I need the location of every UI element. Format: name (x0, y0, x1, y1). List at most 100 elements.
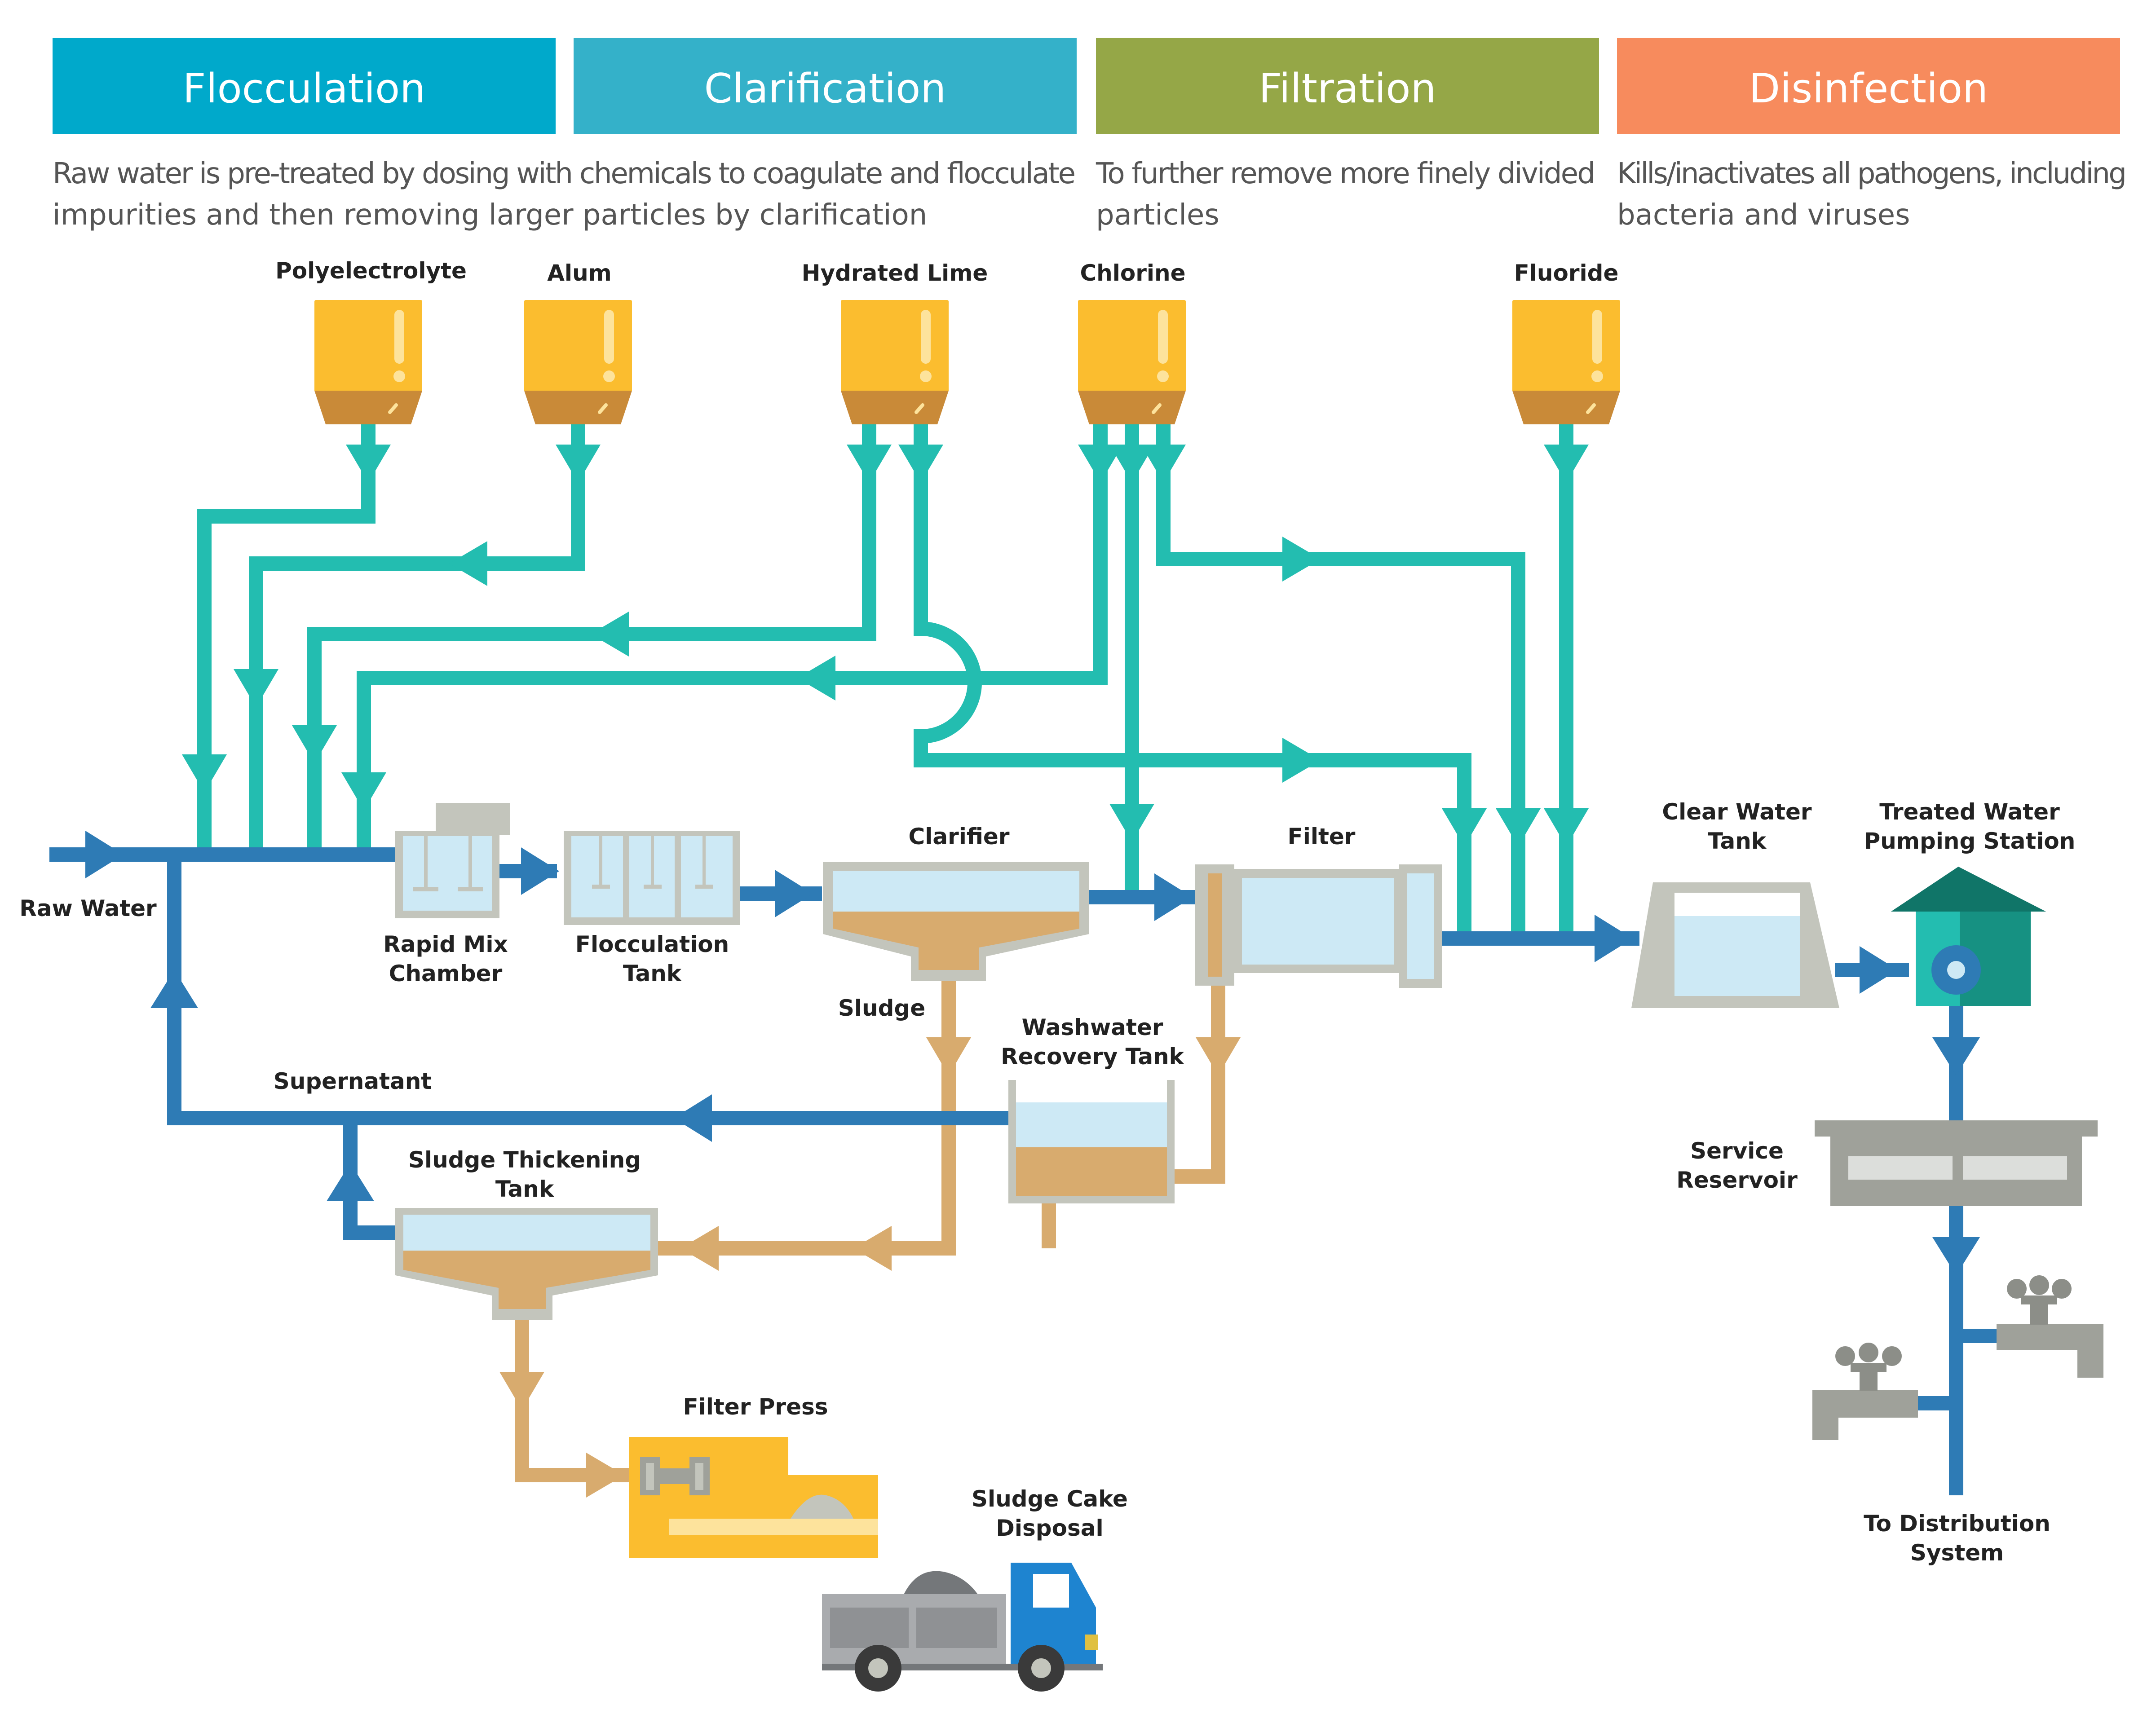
label-service-reservoir-line-1: Service (1690, 1138, 1784, 1164)
arrow-inject-lime (292, 725, 337, 763)
sludge-cake-truck (822, 1563, 1103, 1692)
arrow-supernatant (674, 1094, 712, 1142)
arrow-alum (556, 445, 601, 483)
thickener-to-press-line (515, 1318, 629, 1482)
chemical-tanks (314, 300, 1620, 424)
arrow-inject-polyelectrolyte (182, 754, 227, 793)
label-flocculation-tank-line-1: Flocculation (575, 931, 729, 957)
label-pumping-station-line-1: Treated Water (1879, 799, 2060, 825)
stage-descriptions: Raw water is pre-treated by dosing with … (53, 157, 2127, 232)
arrow-inject-chlorine-mid (1109, 804, 1154, 842)
hydrated-lime-tank (841, 300, 949, 424)
label-chlorine: Chlorine (1080, 260, 1185, 286)
arrow-to-pumping (1860, 946, 1898, 994)
label-sludge: Sludge (838, 995, 925, 1021)
label-clarifier: Clarifier (909, 824, 1010, 850)
stage-header-flocculation (53, 38, 556, 134)
label-polyelectrolyte: Polyelectrolyte (275, 258, 467, 284)
label-distribution-line-1: To Distribution (1864, 1511, 2050, 1537)
pretreat-description-line-1: Raw water is pre-treated by dosing with … (53, 157, 1076, 190)
thickener-overflow-line (343, 1118, 395, 1240)
label-pumping-station-line-2: Pumping Station (1864, 828, 2076, 854)
label-sludge-cake-line-2: Disposal (996, 1515, 1103, 1541)
polyelectrolyte-tank (314, 300, 422, 424)
chlorine-tank (1078, 300, 1186, 424)
sludge-thickening-tank (395, 1208, 658, 1320)
arrow-lime-right (898, 445, 943, 483)
arrow-chlorine-middle (1109, 445, 1154, 483)
clarifier (823, 862, 1089, 981)
arrow-sludge-left-2 (680, 1226, 719, 1271)
arrow-sludge-left-1 (853, 1226, 892, 1271)
arrow-inject-fluoride (1544, 808, 1589, 846)
arrow-chlorine-right-horizontal (1282, 537, 1321, 582)
stage-title-clarification: Clarification (704, 65, 946, 112)
disinfection-description-line-2: bacteria and viruses (1617, 198, 1910, 232)
label-fluoride: Fluoride (1514, 260, 1619, 286)
alum-tank (524, 300, 632, 424)
arrow-to-reservoir (1932, 1037, 1980, 1075)
arrow-inject-alum (234, 669, 278, 707)
label-clear-water-line-2: Tank (1708, 828, 1767, 854)
tap-right-icon (1997, 1275, 2103, 1378)
treated-water-pumping-station (1891, 867, 2046, 1006)
arrow-raw-water (85, 831, 124, 878)
arrow-thickener-up (327, 1163, 374, 1201)
arrow-to-distribution (1932, 1237, 1980, 1275)
label-washwater-line-1: Washwater (1022, 1014, 1163, 1040)
arrow-backwash-down (1196, 1037, 1241, 1075)
arrow-to-press-down (499, 1372, 544, 1410)
filtration-description-line-2: particles (1096, 198, 1219, 232)
stage-title-flocculation: Flocculation (183, 65, 425, 112)
stage-title-filtration: Filtration (1259, 65, 1436, 112)
arrow-inject-chlorine-post (1496, 808, 1541, 846)
arrow-chlorine-horizontal (797, 656, 835, 701)
arrow-lime-left (847, 445, 892, 483)
label-filter: Filter (1288, 824, 1356, 850)
arrow-to-clarifier (775, 870, 813, 917)
label-supernatant: Supernatant (274, 1068, 432, 1094)
arrow-polyelectrolyte (346, 445, 391, 483)
label-rapid-mix-line-1: Rapid Mix (383, 931, 508, 957)
filtration-description-line-1: To further remove more finely divided (1096, 157, 1595, 190)
lime-feed-line-left (307, 422, 876, 849)
label-washwater-line-2: Recovery Tank (1001, 1044, 1185, 1070)
washwater-recovery-tank (1008, 1080, 1175, 1203)
stage-header-clarification (574, 38, 1077, 134)
stage-title-disinfection: Disinfection (1749, 65, 1988, 112)
label-filter-press: Filter Press (683, 1394, 828, 1420)
label-sludge-thickening-line-2: Tank (495, 1176, 555, 1202)
flocculation-tank (564, 831, 740, 925)
arrow-to-press-right (586, 1453, 624, 1498)
label-sludge-thickening-line-1: Sludge Thickening (408, 1147, 641, 1173)
arrow-chlorine-right (1141, 445, 1186, 483)
stage-header-disinfection (1617, 38, 2120, 134)
label-alum: Alum (547, 260, 612, 286)
arrow-alum-horizontal (449, 541, 487, 586)
label-clear-water-line-1: Clear Water (1662, 799, 1811, 825)
rapid-mix-chamber (395, 803, 510, 918)
stage-header-filtration (1096, 38, 1599, 134)
flow-arrows (85, 445, 1980, 1498)
label-distribution-line-2: System (1910, 1540, 2004, 1566)
fluoride-tank (1512, 300, 1620, 424)
label-service-reservoir-line-2: Reservoir (1676, 1167, 1798, 1193)
arrow-inject-chlorine-pre (341, 772, 386, 811)
clear-water-tank (1631, 882, 1839, 1008)
filter-backwash-line (1172, 983, 1225, 1184)
filter (1195, 864, 1442, 988)
arrow-lime-horizontal (591, 612, 629, 657)
tap-left-icon (1812, 1343, 1918, 1440)
label-rapid-mix-line-2: Chamber (389, 961, 503, 987)
arrow-inject-lime-post (1442, 808, 1487, 846)
chlorine-feed-line-right (1156, 422, 1525, 936)
stage-headers: Flocculation Clarification Filtration Di… (53, 38, 2120, 134)
arrow-lime-right-horizontal (1282, 738, 1321, 783)
arrow-supernatant-up (150, 970, 198, 1008)
label-hydrated-lime: Hydrated Lime (802, 260, 988, 286)
filter-press (629, 1437, 878, 1558)
label-flocculation-tank-line-2: Tank (623, 961, 682, 987)
disinfection-description-line-1: Kills/inactivates all pathogens, includi… (1617, 157, 2127, 190)
chlorine-feed-line-left (357, 422, 1108, 849)
